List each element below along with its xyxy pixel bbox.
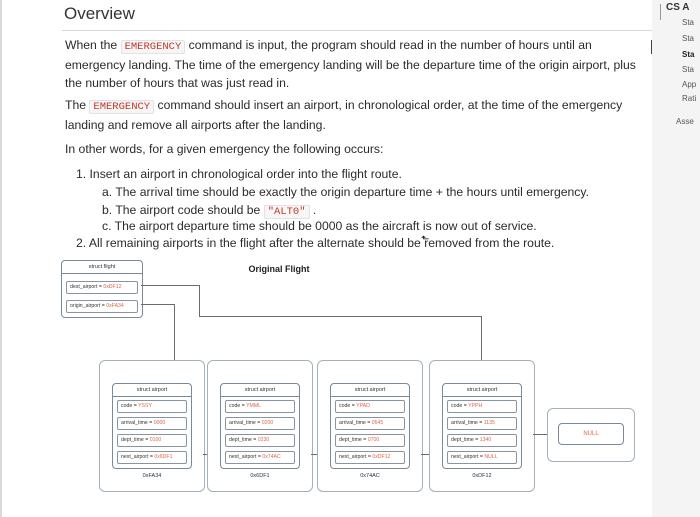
sidebar-rule — [660, 4, 661, 20]
airport-outer-2: struct airport code = YMML arrival_time … — [207, 360, 313, 492]
p1-text-after: command is input, the program should rea… — [65, 38, 636, 90]
sidebar: CS A Sta Sta Sta Sta App Rati Asse — [651, 0, 700, 517]
origin-connector-h — [141, 304, 174, 305]
list-item-1c: c. The airport departure time should be … — [102, 219, 537, 233]
li1b-after: . — [309, 203, 317, 217]
airport-address-3: 0x74AC — [360, 473, 380, 479]
sidebar-item-7[interactable]: Asse — [676, 117, 694, 126]
airport-address-1: 0xFA34 — [142, 473, 162, 479]
struct-airport-box-4: struct airport code = YPPH arrival_time … — [442, 383, 522, 469]
arrival-field-3: arrival_time = 0545 — [335, 417, 405, 430]
list-item-1b: b. The airport code should be "ALT0" . — [102, 202, 316, 221]
struct-airport-box-2: struct airport code = YMML arrival_time … — [220, 383, 300, 469]
origin-airport-field: origin_airport = 0xFA34 — [66, 300, 138, 313]
arrival-field-2: arrival_time = 0200 — [225, 417, 295, 430]
sidebar-item-3[interactable]: Sta — [682, 50, 695, 59]
link-3-4 — [421, 454, 429, 455]
code-field-1: code = YSSY — [117, 400, 187, 413]
airport-header-4: struct airport — [443, 384, 521, 397]
sidebar-item-5[interactable]: App — [682, 80, 697, 89]
airport-header-1: struct airport — [113, 384, 191, 397]
next-field-3: next_airport = 0xDF12 — [335, 451, 405, 464]
flight-diagram: Original Flight struct flight dest_airpo… — [59, 256, 639, 511]
p1-text-before: When the — [65, 38, 121, 52]
mouse-cursor-icon: ⬑ — [421, 234, 430, 245]
struct-airport-box-1: struct airport code = YSSY arrival_time … — [112, 383, 192, 469]
left-border — [0, 0, 2, 517]
page-title: Overview — [64, 4, 135, 23]
emergency-code-1: EMERGENCY — [120, 40, 186, 54]
dept-field-1: dept_time = 0100 — [117, 434, 187, 447]
next-field-1: next_airport = 0x6DF1 — [117, 451, 187, 464]
arrival-field-4: arrival_time = 1135 — [447, 417, 517, 430]
list-item-1: 1. Insert an airport in chronological or… — [76, 167, 402, 181]
null-box: NULL — [558, 423, 624, 445]
diagram-title: Original Flight — [248, 264, 310, 274]
link-2-3 — [311, 454, 317, 455]
title-divider — [62, 30, 652, 31]
sidebar-item-6[interactable]: Rati — [682, 94, 697, 103]
sidebar-item-1[interactable]: Sta — [682, 18, 695, 27]
airport-address-2: 0x6DF1 — [250, 473, 270, 479]
dest-connector-v2 — [481, 316, 482, 360]
li1b-before: b. The airport code should be — [102, 203, 264, 217]
struct-airport-box-3: struct airport code = YPAD arrival_time … — [330, 383, 410, 469]
emergency-code-2: EMERGENCY — [89, 100, 155, 114]
dest-airport-field: dest_airport = 0xDF12 — [66, 281, 138, 294]
sidebar-title: CS A — [666, 2, 690, 13]
code-field-2: code = YMML — [225, 400, 295, 413]
p2-text-before: The — [65, 98, 90, 112]
alt0-code: "ALT0" — [263, 205, 310, 219]
airport-outer-1: struct airport code = YSSY arrival_time … — [99, 360, 205, 492]
paragraph-1: When the EMERGENCY command is input, the… — [65, 36, 640, 92]
struct-flight-box: struct flight dest_airport = 0xDF12 orig… — [61, 260, 143, 318]
next-field-2: next_airport = 0x74AC — [225, 451, 295, 464]
code-field-4: code = YPPH — [447, 400, 517, 413]
sidebar-item-4[interactable]: Sta — [682, 65, 695, 74]
airport-outer-4: struct airport code = YPPH arrival_time … — [429, 360, 535, 492]
dest-connector-h2 — [199, 316, 481, 317]
origin-connector-v — [174, 304, 175, 360]
link-1-2 — [203, 454, 207, 455]
paragraph-3: In other words, for a given emergency th… — [65, 142, 384, 156]
dest-connector-v1 — [199, 285, 200, 317]
p2-text-after: command should insert an airport, in chr… — [65, 98, 623, 132]
list-item-2: 2. All remaining airports in the flight … — [76, 236, 555, 250]
list-item-1a: a. The arrival time should be exactly th… — [102, 185, 589, 199]
airport-header-3: struct airport — [331, 384, 409, 397]
dept-field-4: dept_time = 1340 — [447, 434, 517, 447]
airport-address-4: 0xDF12 — [472, 473, 492, 479]
dest-connector-h — [141, 285, 199, 286]
arrival-field-1: arrival_time = 0000 — [117, 417, 187, 430]
struct-flight-header: struct flight — [62, 261, 142, 274]
link-4-null — [533, 434, 547, 435]
airport-outer-3: struct airport code = YPAD arrival_time … — [317, 360, 423, 492]
paragraph-2: The EMERGENCY command should insert an a… — [65, 96, 640, 134]
sidebar-item-2[interactable]: Sta — [682, 34, 695, 43]
null-outer: NULL — [547, 408, 635, 462]
next-field-4: next_airport = NULL — [447, 451, 517, 464]
dept-field-3: dept_time = 0700 — [335, 434, 405, 447]
airport-header-2: struct airport — [221, 384, 299, 397]
code-field-3: code = YPAD — [335, 400, 405, 413]
dept-field-2: dept_time = 0230 — [225, 434, 295, 447]
main-content: Overview When the EMERGENCY command is i… — [0, 0, 652, 517]
sidebar-active-marker — [651, 40, 652, 54]
